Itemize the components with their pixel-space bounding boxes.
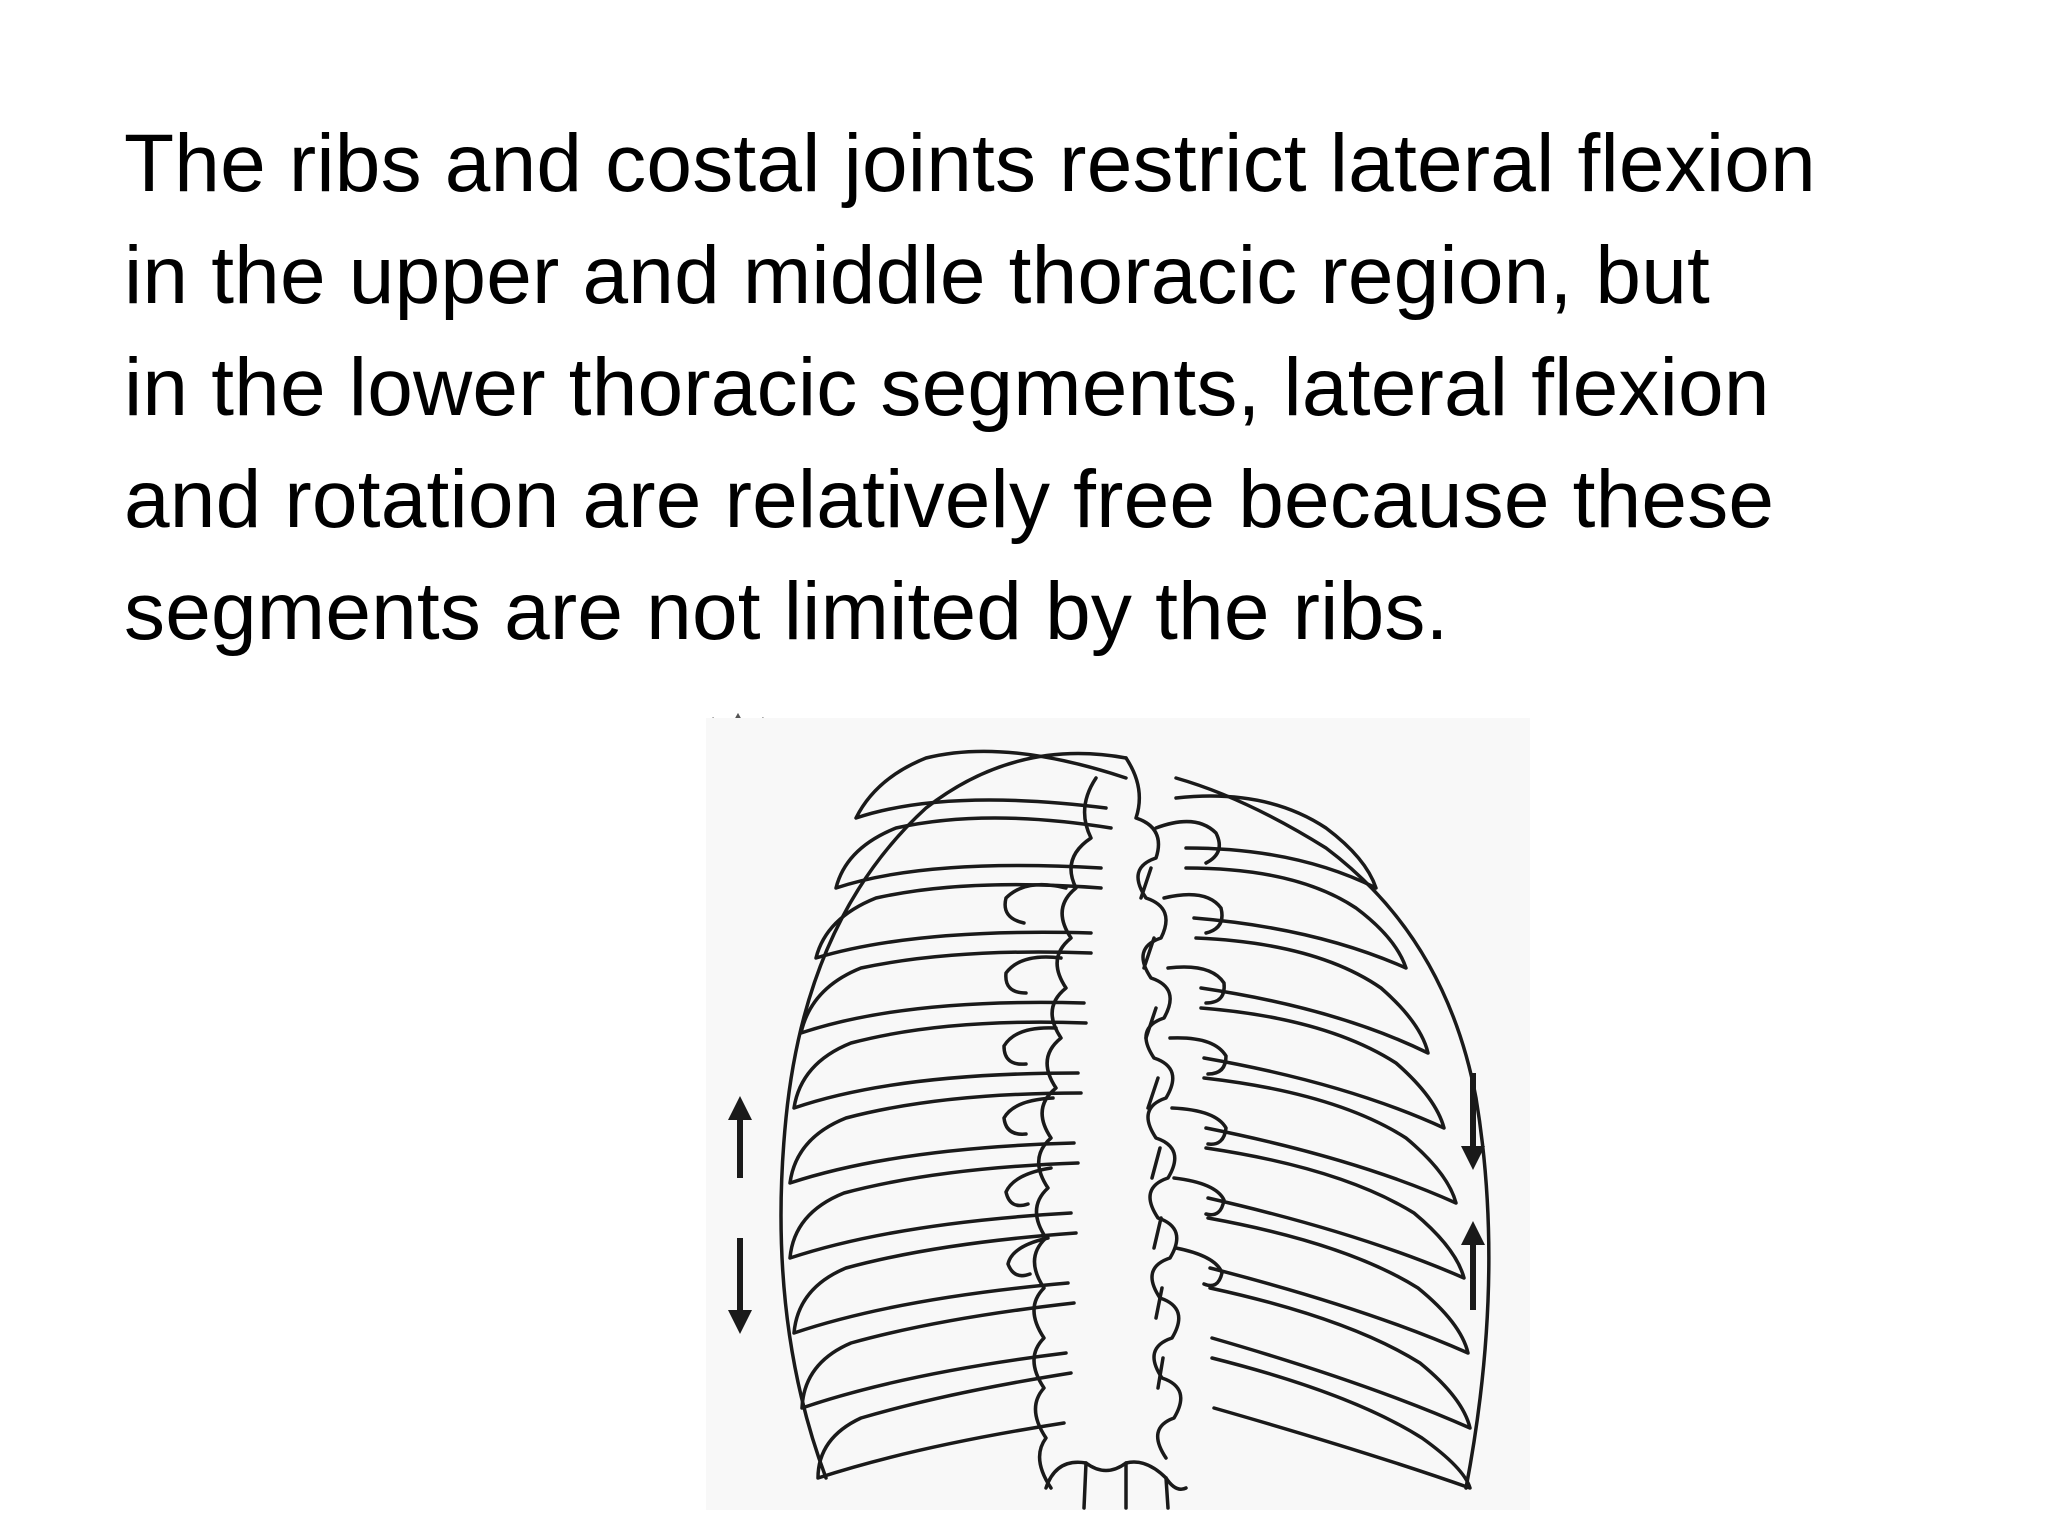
arrow-up-icon xyxy=(1461,1221,1485,1310)
rib-cage-illustration xyxy=(728,749,1491,1510)
arrow-up-icon xyxy=(728,1096,752,1178)
text-line-3: in the lower thoracic segments, lateral … xyxy=(124,342,1770,433)
text-line-5: segments are not limited by the ribs. xyxy=(124,566,1449,657)
rib-cage-figure xyxy=(706,718,1530,1510)
arrow-down-icon xyxy=(728,1238,752,1334)
text-line-1: The ribs and costal joints restrict late… xyxy=(124,118,1816,209)
text-line-2: in the upper and middle thoracic region,… xyxy=(124,230,1711,321)
arrow-down-icon xyxy=(1461,1073,1485,1170)
text-line-4: and rotation are relatively free because… xyxy=(124,454,1775,545)
slide-body-text: The ribs and costal joints restrict late… xyxy=(124,108,2024,668)
